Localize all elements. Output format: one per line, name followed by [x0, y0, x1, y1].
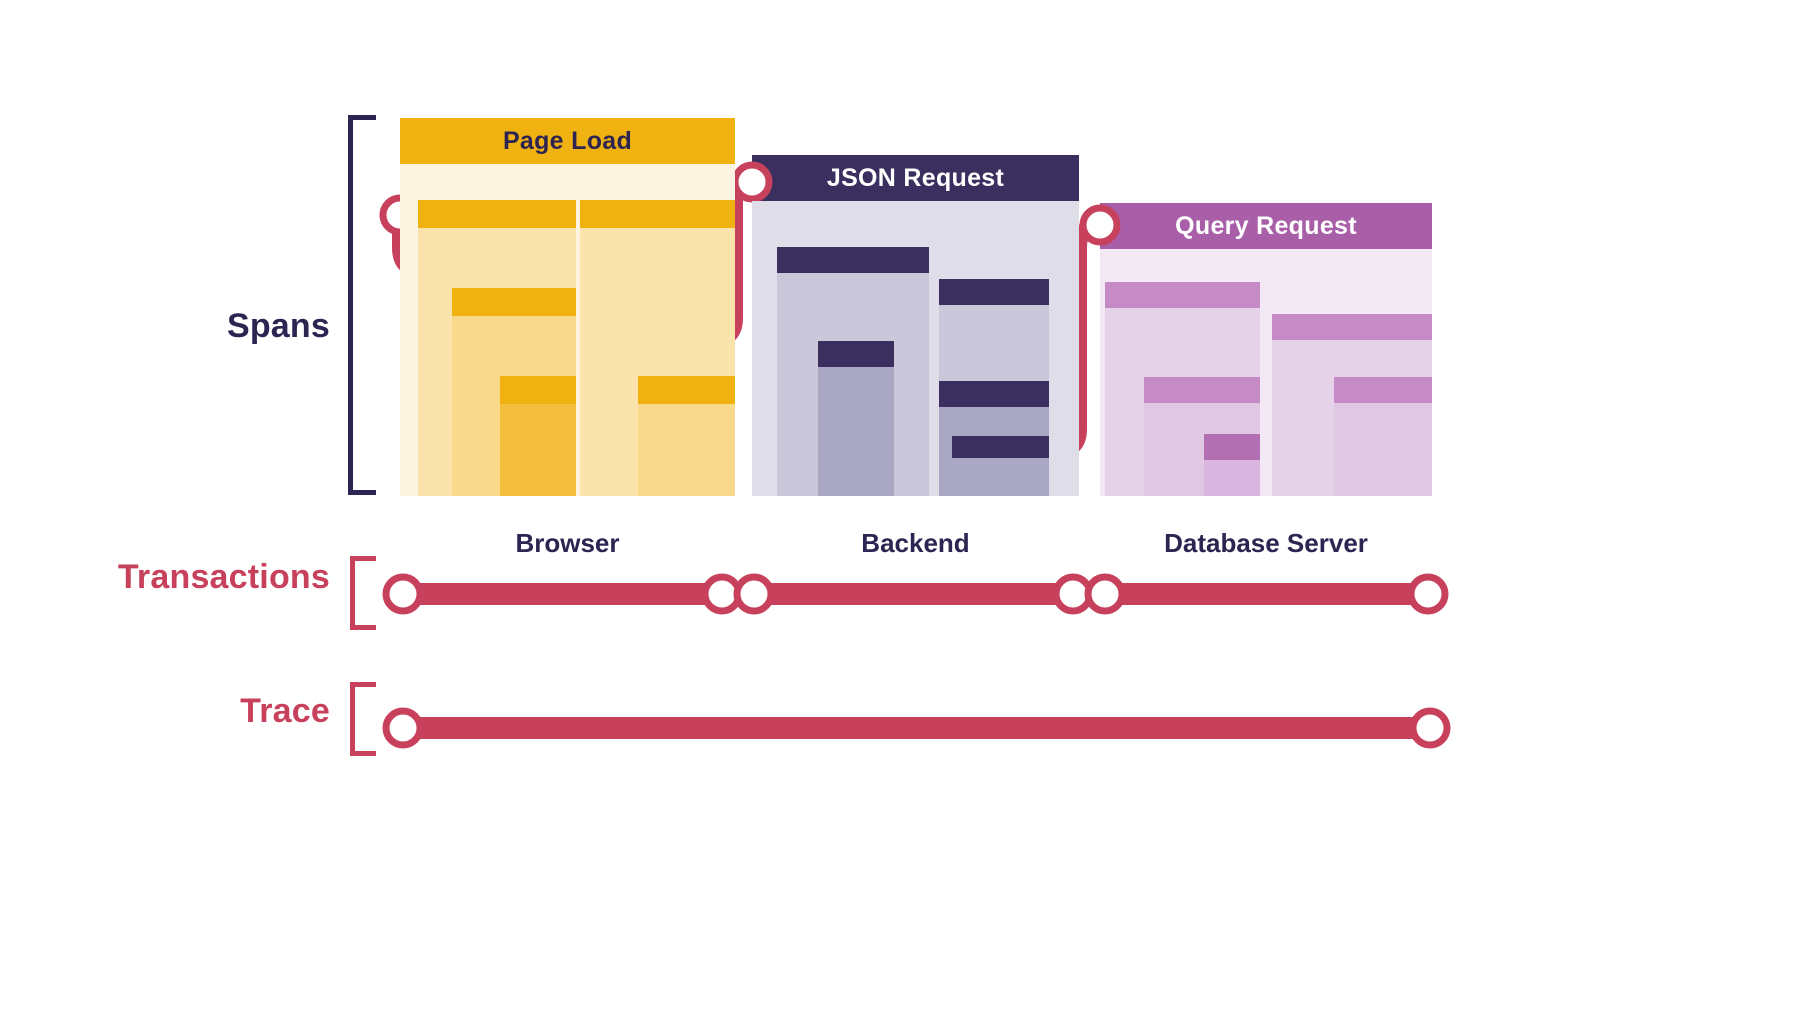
span-head-database-grandchild-a — [1144, 377, 1260, 403]
span-head-browser-leaf-a — [500, 376, 576, 404]
span-browser-grandchild-b — [638, 376, 735, 496]
span-head-browser-child-a — [418, 200, 576, 228]
span-database-leaf-a — [1204, 434, 1260, 496]
span-head-backend-leaf-a — [952, 436, 1049, 458]
transaction-node-database-transaction-end[interactable] — [1407, 573, 1449, 615]
span-head-backend-grandchild-a — [818, 341, 894, 367]
service-spans-browser — [400, 164, 735, 496]
service-spans-database — [1100, 249, 1432, 496]
transaction-node-backend-transaction-start[interactable] — [733, 573, 775, 615]
bracket-transactions — [350, 556, 376, 630]
span-browser-leaf-a — [500, 376, 576, 496]
span-head-backend-child-a — [777, 247, 929, 273]
service-title-database: Query Request — [1100, 203, 1432, 249]
transaction-node-browser-transaction-start[interactable] — [382, 573, 424, 615]
span-head-backend-child-b — [939, 279, 1049, 305]
service-caption-browser: Browser — [515, 528, 620, 558]
span-backend-leaf-a — [952, 436, 1049, 496]
row-label-trace: Trace — [240, 692, 330, 730]
row-label-transactions: Transactions — [117, 558, 330, 596]
span-head-database-leaf-a — [1204, 434, 1260, 460]
span-head-backend-grandchild-b — [939, 381, 1049, 407]
service-caption-database: Database Server — [1164, 528, 1368, 558]
service-title-browser: Page Load — [400, 118, 735, 164]
bracket-trace — [350, 682, 376, 756]
span-database-grandchild-b — [1334, 377, 1432, 496]
trace-node-full-trace-start[interactable] — [382, 707, 424, 749]
row-label-spans: Spans — [226, 307, 330, 345]
service-caption-backend: Backend — [861, 528, 970, 558]
service-backend: JSON Request — [752, 155, 1079, 496]
service-spans-backend — [752, 201, 1079, 496]
bracket-spans — [348, 115, 376, 495]
service-browser: Page Load — [400, 118, 735, 496]
span-head-database-grandchild-b — [1334, 377, 1432, 403]
span-head-browser-child-b — [580, 200, 735, 228]
service-database: Query Request — [1100, 203, 1432, 496]
span-head-browser-grandchild-a — [452, 288, 576, 316]
span-backend-grandchild-a — [818, 341, 894, 496]
transaction-node-database-transaction-start[interactable] — [1084, 573, 1126, 615]
span-head-database-child-b — [1272, 314, 1432, 340]
trace-node-full-trace-end[interactable] — [1409, 707, 1451, 749]
service-title-backend: JSON Request — [752, 155, 1079, 201]
span-head-browser-grandchild-b — [638, 376, 735, 404]
span-head-database-child-a — [1105, 282, 1260, 308]
